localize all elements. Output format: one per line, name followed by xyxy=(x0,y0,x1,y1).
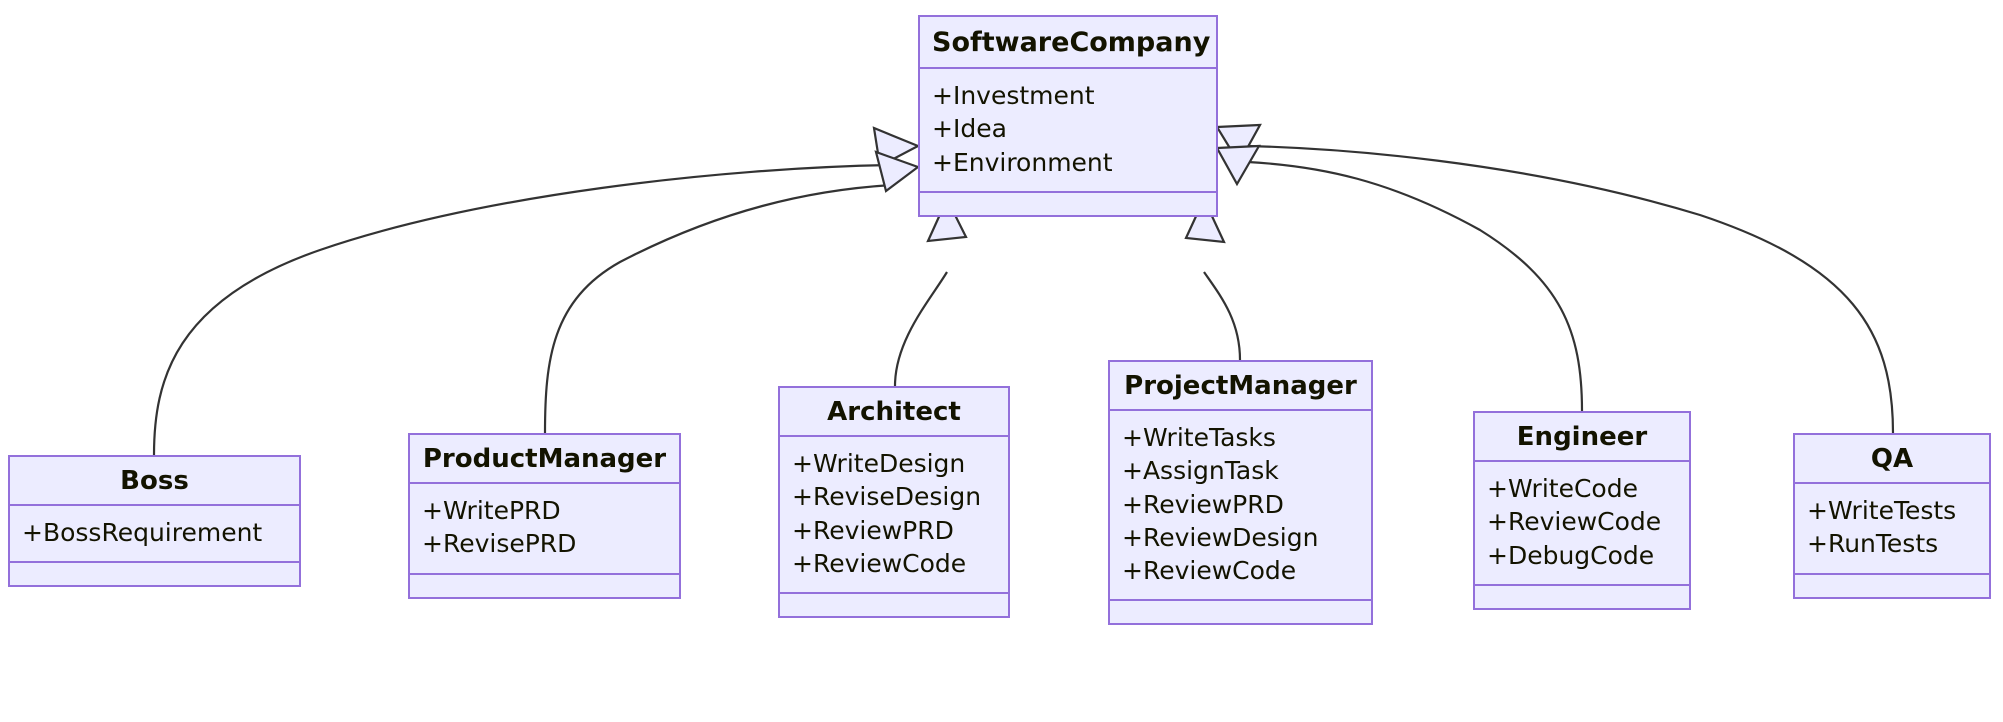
class-member: +ReviewDesign xyxy=(1122,522,1319,552)
class-member: +BossRequirement xyxy=(22,518,263,547)
class-methods-qa xyxy=(1795,575,1989,597)
class-node-boss[interactable]: Boss +BossRequirement xyxy=(8,455,301,588)
class-title-productmanager: ProductManager xyxy=(422,444,667,474)
class-member: +ReviewPRD xyxy=(1122,489,1284,519)
class-divider xyxy=(780,435,1008,437)
class-methods-engineer xyxy=(1475,586,1689,608)
class-members-projectmanager: +WriteTasks +AssignTask +ReviewPRD +Revi… xyxy=(1110,411,1371,599)
class-members-qa: +WriteTests +RunTests xyxy=(1795,484,1989,573)
class-divider xyxy=(1795,572,1989,575)
class-member: +WriteCode xyxy=(1487,474,1638,503)
class-members-productmanager: +WritePRD +RevisePRD xyxy=(410,484,679,573)
class-member: +DebugCode xyxy=(1487,540,1655,570)
class-title-projectmanager: ProjectManager xyxy=(1124,371,1357,401)
class-title-boss: Boss xyxy=(120,466,189,496)
class-methods-boss xyxy=(10,563,299,585)
class-title-engineer: Engineer xyxy=(1516,422,1648,452)
class-member: +Idea xyxy=(932,114,1007,144)
arrowhead-productmanager xyxy=(874,150,921,193)
class-member: +ReviewPRD xyxy=(792,515,954,545)
class-member: +WriteTests xyxy=(1807,496,1957,525)
class-member: +WritePRD xyxy=(422,496,561,525)
arrowhead-qa xyxy=(1215,144,1261,187)
class-methods-softwarecompany xyxy=(920,193,1216,215)
arrowhead-engineer xyxy=(1215,123,1262,166)
class-divider xyxy=(1110,599,1371,602)
class-divider xyxy=(1475,583,1689,586)
class-methods-architect xyxy=(780,594,1008,616)
class-member: +ReviseDesign xyxy=(792,482,982,512)
class-divider xyxy=(920,190,1216,193)
class-divider xyxy=(920,67,1216,69)
class-divider xyxy=(410,572,679,575)
class-member: +WriteTasks xyxy=(1122,423,1276,452)
class-member: +Investment xyxy=(932,81,1095,110)
class-members-architect: +WriteDesign +ReviseDesign +ReviewPRD +R… xyxy=(780,437,1008,592)
class-node-qa[interactable]: QA +WriteTests +RunTests xyxy=(1793,433,1991,599)
class-member: +AssignTask xyxy=(1122,456,1279,486)
class-members-engineer: +WriteCode +ReviewCode +DebugCode xyxy=(1475,462,1689,584)
class-member: +ReviewCode xyxy=(1487,507,1662,537)
class-member: +ReviewCode xyxy=(792,548,967,578)
class-member: +RunTests xyxy=(1807,529,1939,559)
arrowhead-boss xyxy=(872,126,921,168)
edge-projectmanager-to-softwarecompany xyxy=(1203,271,1242,361)
class-title-qa: QA xyxy=(1870,444,1914,474)
class-node-architect[interactable]: Architect +WriteDesign +ReviseDesign +Re… xyxy=(778,386,1010,618)
class-node-softwarecompany[interactable]: SoftwareCompany +Investment +Idea +Envir… xyxy=(918,15,1218,217)
class-divider xyxy=(1475,460,1689,462)
class-node-productmanager[interactable]: ProductManager +WritePRD +RevisePRD xyxy=(408,433,681,599)
edge-architect-to-softwarecompany xyxy=(893,271,948,387)
class-divider xyxy=(1795,482,1989,484)
class-divider xyxy=(1110,409,1371,411)
class-node-projectmanager[interactable]: ProjectManager +WriteTasks +AssignTask +… xyxy=(1108,360,1373,626)
class-title-softwarecompany: SoftwareCompany xyxy=(932,27,1211,58)
class-member: +Environment xyxy=(932,147,1113,177)
class-methods-projectmanager xyxy=(1110,601,1371,623)
class-divider xyxy=(10,561,299,564)
class-member: +WriteDesign xyxy=(792,449,966,478)
class-methods-productmanager xyxy=(410,575,679,597)
class-divider xyxy=(10,504,299,506)
class-member: +ReviewCode xyxy=(1122,556,1297,585)
class-member: +RevisePRD xyxy=(422,529,577,559)
class-members-boss: +BossRequirement xyxy=(10,506,299,561)
class-title-architect: Architect xyxy=(827,397,961,427)
class-members-softwarecompany: +Investment +Idea +Environment xyxy=(920,69,1216,191)
class-node-engineer[interactable]: Engineer +WriteCode +ReviewCode +DebugCo… xyxy=(1473,411,1691,610)
class-divider xyxy=(410,482,679,484)
class-divider xyxy=(780,592,1008,594)
